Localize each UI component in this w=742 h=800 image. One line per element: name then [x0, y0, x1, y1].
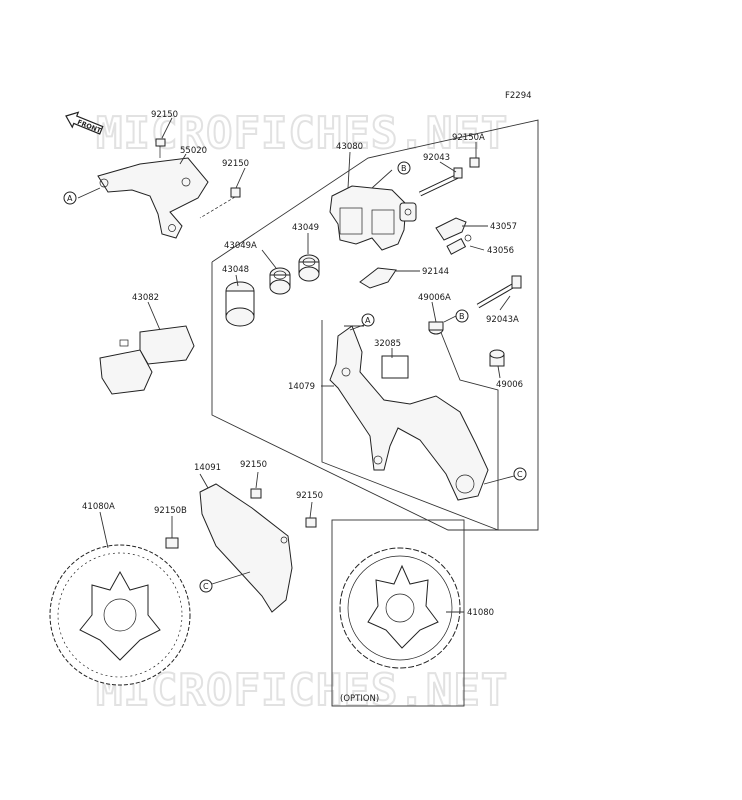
label-14079: 14079	[288, 382, 315, 392]
spring-92144	[359, 267, 397, 289]
pin-92043	[418, 167, 463, 197]
label-49006A: 49006A	[418, 293, 451, 303]
pin-92043A	[476, 275, 522, 309]
bushing-49006A	[428, 321, 444, 335]
ref-C-guard: C	[199, 579, 213, 593]
svg-text:A: A	[67, 194, 73, 203]
bolt-92150-top	[155, 138, 166, 158]
seal-43049A	[269, 267, 291, 295]
ref-B-bushing: B	[455, 309, 469, 323]
bolt-92150-mid	[199, 187, 241, 219]
label-49006: 49006	[496, 380, 523, 390]
svg-text:B: B	[459, 312, 465, 321]
label-43082: 43082	[132, 293, 159, 303]
label-32085: 32085	[374, 339, 401, 349]
bracket-55020	[97, 157, 209, 239]
label-92150-low1: 92150	[240, 460, 267, 470]
label-14091: 14091	[194, 463, 221, 473]
bracket-frame	[321, 320, 499, 531]
label-41080: 41080	[467, 608, 494, 618]
pads-43082	[99, 325, 195, 395]
caliper-43080	[329, 185, 417, 251]
ref-C-bracket: C	[513, 467, 527, 481]
label-43056: 43056	[487, 246, 514, 256]
disc-41080	[339, 547, 461, 669]
assembly-frame	[211, 119, 539, 531]
bolt-92150-low2	[305, 517, 317, 528]
label-92043A: 92043A	[486, 315, 519, 325]
boot-49006	[489, 349, 505, 367]
ref-A-bracket: A	[361, 313, 375, 327]
caliper-bracket-14079	[329, 325, 489, 501]
label-92144: 92144	[422, 267, 449, 277]
label-43080: 43080	[336, 142, 363, 152]
label-55020: 55020	[180, 146, 207, 156]
seal-43049	[298, 254, 320, 282]
ref-A-left: A	[63, 191, 77, 205]
svg-text:C: C	[517, 470, 523, 479]
label-92043: 92043	[423, 153, 450, 163]
guard-14091	[199, 483, 293, 613]
watermark-bottom: MICROFICHES.NET	[96, 665, 508, 716]
label-92150-top: 92150	[151, 110, 178, 120]
label-92150-mid: 92150	[222, 159, 249, 169]
label-92150-low2: 92150	[296, 491, 323, 501]
label-92150B: 92150B	[154, 506, 187, 516]
cap-92150A	[469, 157, 480, 168]
svg-text:C: C	[203, 582, 209, 591]
label-43057: 43057	[490, 222, 517, 232]
svg-text:B: B	[401, 164, 407, 173]
bolt-92150-low1	[250, 488, 262, 499]
bleeder-43056	[446, 234, 472, 255]
clip-43057	[435, 217, 467, 241]
disc-41080A	[49, 544, 191, 686]
label-43049A: 43049A	[224, 241, 257, 251]
svg-text:A: A	[365, 316, 371, 325]
figure-code: F2294	[505, 91, 532, 101]
label-43049: 43049	[292, 223, 319, 233]
leader-lines	[77, 117, 515, 613]
option-label: (OPTION)	[340, 694, 379, 704]
bolt-92150B	[165, 537, 179, 549]
label-41080A: 41080A	[82, 502, 115, 512]
label-92150A: 92150A	[452, 133, 485, 143]
ref-B-caliper: B	[397, 161, 411, 175]
piston-43048	[225, 281, 255, 327]
label-43048: 43048	[222, 265, 249, 275]
option-frame	[331, 519, 465, 707]
